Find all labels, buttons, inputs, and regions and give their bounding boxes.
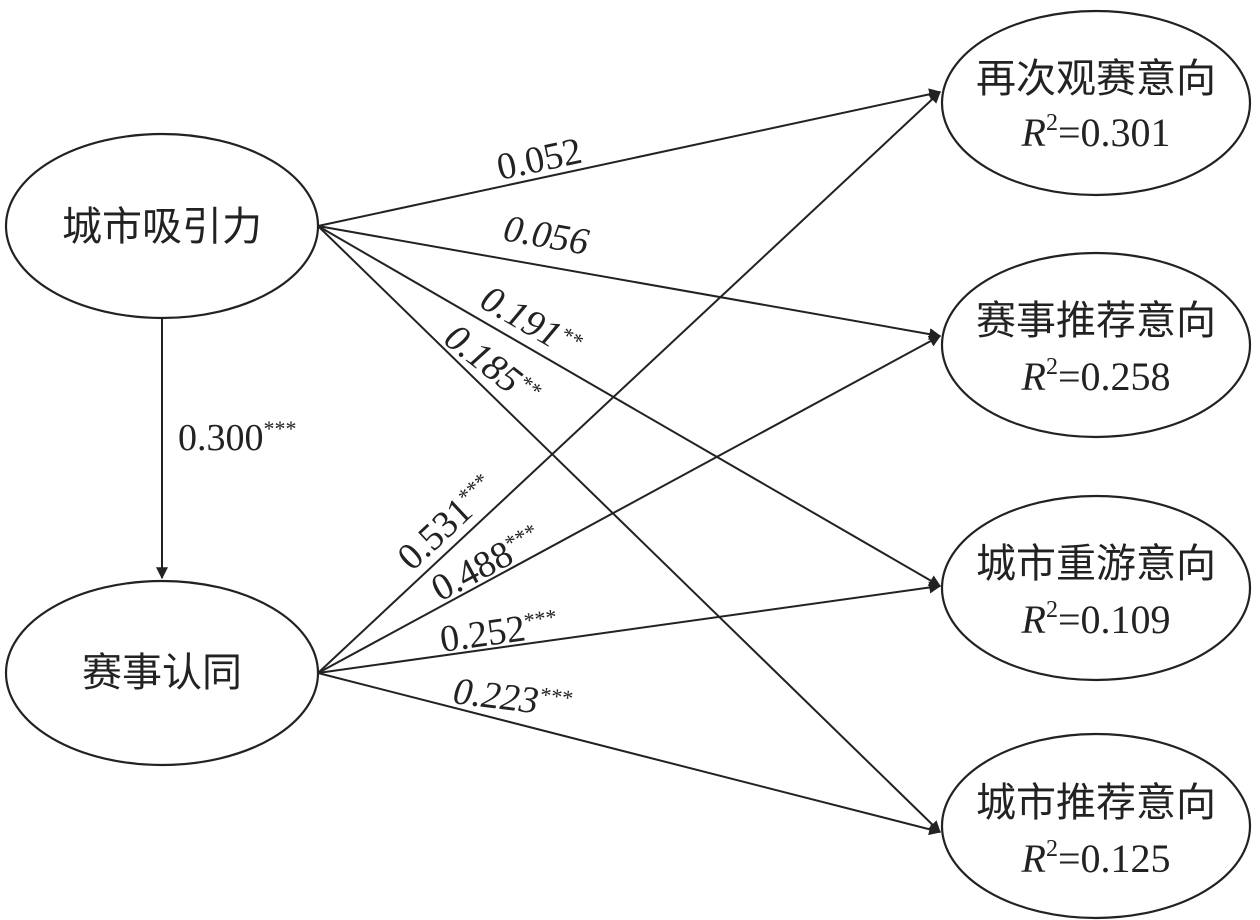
edge-city-attraction-to-city-revisit: [317, 225, 942, 587]
coef-city-attraction-to-rewatch: 0.052: [493, 130, 585, 189]
coef-event-identity-to-city-recommend: 0.223***: [451, 670, 574, 726]
edge-city-attraction-to-rewatch: [317, 88, 942, 227]
edge-event-identity-to-city-revisit: [317, 581, 942, 674]
node-rewatch-intention-label: 再次观赛意向: [976, 56, 1216, 102]
coef-event-identity-to-city-revisit: 0.252***: [437, 603, 560, 661]
node-event-recommend-intention-r2: R2=0.258: [1021, 354, 1171, 399]
edge-event-identity-to-rewatch: [317, 91, 941, 674]
node-city-attraction-label: 城市吸引力: [62, 204, 262, 250]
node-event-recommend-intention: 赛事推荐意向 R2=0.258: [940, 251, 1252, 439]
node-city-revisit-intention: 城市重游意向 R2=0.109: [940, 494, 1252, 682]
node-city-recommend-intention-label: 城市推荐意向: [976, 780, 1216, 826]
edge-event-identity-to-city-recommend: [317, 672, 942, 836]
node-rewatch-intention-r2: R2=0.301: [1021, 110, 1171, 155]
node-rewatch-intention: 再次观赛意向 R2=0.301: [940, 9, 1252, 197]
node-city-attraction: 城市吸引力: [4, 132, 320, 320]
edge-event-identity-to-event-recommend: [317, 335, 942, 674]
node-city-revisit-intention-label: 城市重游意向: [976, 541, 1216, 587]
node-event-identity: 赛事认同: [4, 579, 320, 767]
node-event-recommend-intention-label: 赛事推荐意向: [976, 298, 1216, 344]
node-city-revisit-intention-r2: R2=0.109: [1021, 597, 1171, 642]
edge-city-attraction-to-city-recommend: [317, 225, 941, 833]
node-city-recommend-intention-r2: R2=0.125: [1021, 836, 1171, 881]
coef-city-attraction-to-event-identity: 0.300***: [178, 416, 297, 459]
edges: [156, 88, 942, 836]
edge-city-attraction-to-event-recommend: [317, 225, 942, 341]
coef-city-attraction-to-event-recommend: 0.056: [500, 208, 591, 264]
node-event-identity-label: 赛事认同: [82, 650, 242, 696]
node-city-recommend-intention: 城市推荐意向 R2=0.125: [940, 732, 1252, 920]
